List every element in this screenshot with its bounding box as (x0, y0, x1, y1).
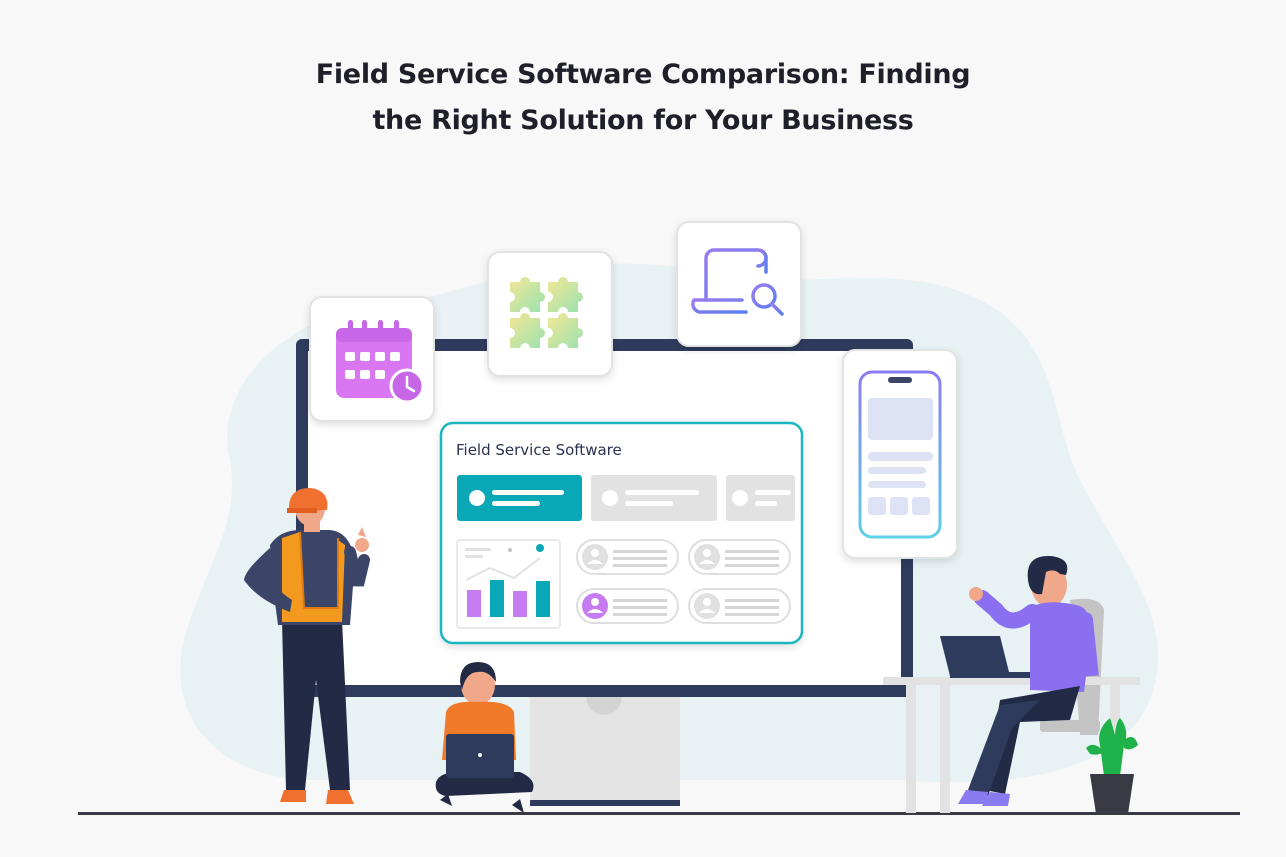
page-title: Field Service Software Comparison: Findi… (0, 52, 1286, 144)
ground-line (78, 812, 1240, 815)
contact-list (576, 539, 791, 624)
person-with-laptop-sitting (435, 662, 534, 813)
technician-worker (244, 488, 370, 804)
document-card (676, 221, 802, 347)
puzzle-card (487, 251, 613, 377)
mobile-app-icon (858, 370, 942, 539)
document-search-icon (691, 248, 784, 316)
calendar-clock-icon (336, 320, 425, 404)
tab-active (457, 475, 582, 521)
phone-card (842, 349, 958, 559)
mini-chart (456, 539, 561, 629)
puzzle-grid-icon (510, 277, 583, 348)
monitor-stand (530, 697, 680, 805)
tab-2 (591, 475, 717, 521)
dashboard-title: Field Service Software (456, 441, 622, 459)
tab-3 (726, 475, 795, 521)
title-line-1: Field Service Software Comparison: Findi… (315, 59, 971, 90)
calendar-card (309, 296, 435, 422)
person-at-desk (883, 555, 1140, 814)
dashboard-panel: Field Service Software (439, 421, 804, 645)
title-line-2: the Right Solution for Your Business (372, 105, 914, 136)
